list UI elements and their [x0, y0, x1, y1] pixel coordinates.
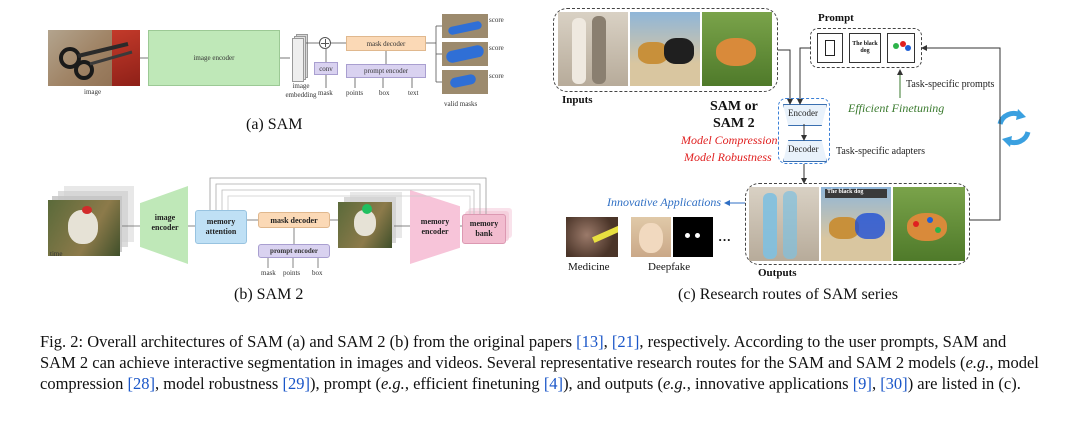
caption-part-8: , innovative applications — [686, 374, 853, 393]
sam-box-label: box — [379, 89, 390, 97]
caption-ref-4[interactable]: [4] — [543, 374, 564, 393]
sam-or-label: SAM or — [710, 99, 758, 114]
model-block — [778, 98, 830, 164]
sam2-mask-decoder: mask decoder — [258, 212, 330, 228]
sam2-box-label: box — [312, 269, 323, 277]
caption-ref-30[interactable]: [30] — [880, 374, 908, 393]
sam2-points-label: points — [283, 269, 301, 277]
caption-ref-9[interactable]: [9] — [852, 374, 872, 393]
task-adapters-label: Task-specific adapters — [836, 146, 925, 157]
innovative-apps-label: Innovative Applications — [607, 195, 722, 209]
inputs-label: Inputs — [562, 94, 593, 106]
sam-text-label: text — [408, 89, 419, 97]
caption-eg-2: e.g. — [380, 374, 405, 393]
deepfake-face-image — [631, 217, 671, 257]
model-robustness-label: Model Robustness — [684, 150, 772, 164]
prompt-label: Prompt — [818, 12, 854, 24]
sam-valid-masks-label: valid masks — [444, 100, 478, 108]
caption-ref-21[interactable]: [21] — [611, 332, 640, 351]
output-image-dogs: The black dog — [821, 187, 891, 261]
sam-caption: (a) SAM — [246, 116, 303, 133]
sam2-mask-label: mask — [261, 269, 276, 277]
figure-caption: Fig. 2: Overall architectures of SAM (a)… — [40, 331, 1040, 394]
sam-add-icon — [319, 37, 331, 49]
sam-score-1: score — [489, 16, 504, 24]
sam2-image-encoder-label: image encoder — [151, 213, 179, 232]
caption-ref-29[interactable]: [29] — [282, 374, 310, 393]
caption-eg-1: e.g. — [965, 353, 990, 372]
output-text-tag: The black dog — [827, 189, 864, 195]
sam-embedding-label: image embedding — [285, 82, 317, 99]
sam-conv: conv — [314, 62, 338, 75]
sam2-label: SAM 2 — [713, 116, 755, 131]
sam-mask-output-3 — [442, 70, 488, 94]
sam2-chicken-frame — [48, 200, 120, 256]
caption-part-6: , efficient finetuning — [404, 374, 544, 393]
efficient-finetuning-label: Efficient Finetuning — [848, 101, 945, 115]
input-image-corgi — [702, 12, 772, 86]
deepfake-mask-image — [673, 217, 713, 257]
caption-part-2: , respectively. According to the user pr… — [40, 332, 1007, 372]
deepfake-label: Deepfake — [648, 261, 691, 273]
sam-input-label: image — [84, 88, 102, 96]
sam-input-image — [48, 30, 140, 86]
caption-lead: Fig. 2: Overall architectures of SAM (a)… — [40, 332, 577, 351]
outputs-label: Outputs — [758, 267, 797, 279]
sam2-caption: (b) SAM 2 — [234, 286, 304, 303]
sam2-prompt-encoder: prompt encoder — [258, 244, 330, 258]
caption-part-9: ) are listed in (c). — [907, 374, 1021, 393]
scissors-icon — [59, 42, 133, 80]
caption-part-7: ), and outputs ( — [563, 374, 663, 393]
sam-prompt-encoder: prompt encoder — [346, 64, 426, 78]
caption-part-4: , model robustness — [155, 374, 283, 393]
model-decoder-label: Decoder — [788, 144, 819, 154]
caption-ref-13[interactable]: [13] — [576, 332, 604, 351]
sam-embedding-stack — [292, 34, 308, 82]
caption-eg-3: e.g. — [662, 374, 687, 393]
sam-image-encoder: image encoder — [148, 30, 280, 86]
sam2-time-label: time — [50, 250, 63, 258]
sam-mask-output-1 — [442, 14, 488, 38]
task-prompts-label: Task-specific prompts — [906, 79, 995, 90]
sam2-output-stack — [338, 192, 404, 252]
input-image-mannequins — [558, 12, 628, 86]
caption-sep-2: , — [871, 374, 881, 393]
caption-sep-1: , — [603, 332, 612, 351]
sam2-segmented-frame — [338, 202, 392, 248]
sam-output-masks — [442, 14, 492, 98]
routes-caption: (c) Research routes of SAM series — [678, 286, 898, 303]
ellipsis: ··· — [718, 232, 732, 247]
medicine-image — [566, 217, 618, 257]
prompt-text-card: The black dog — [849, 33, 881, 63]
medicine-label: Medicine — [568, 261, 610, 273]
input-image-dogs — [630, 12, 700, 86]
inputs-group — [553, 8, 778, 92]
sam2-frame-stack — [48, 186, 138, 256]
caption-ref-28[interactable]: [28] — [127, 374, 156, 393]
outputs-group — [745, 183, 970, 265]
sam-score-3: score — [489, 72, 504, 80]
sam2-memory-bank: memory bank — [462, 208, 512, 246]
sam-score-2: score — [489, 44, 504, 52]
sam-mask-output-2 — [442, 42, 488, 66]
sam-points-label: points — [346, 89, 364, 97]
prompt-box-card — [817, 33, 843, 63]
caption-part-3: , model compression — [40, 353, 1039, 393]
output-image-corgi — [893, 187, 965, 261]
output-image-mannequins — [749, 187, 819, 261]
prompt-points-card — [887, 33, 915, 63]
model-compression-label: Model Compression — [681, 133, 778, 147]
caption-part-5: ), prompt ( — [309, 374, 381, 393]
sam2-memory-attention: memory attention — [195, 210, 247, 244]
sam-mask-decoder: mask decoder — [346, 36, 426, 51]
model-encoder-label: Encoder — [788, 108, 818, 118]
sam-mask-label: mask — [318, 89, 333, 97]
sam2-memory-encoder-label: memory encoder — [420, 217, 450, 236]
